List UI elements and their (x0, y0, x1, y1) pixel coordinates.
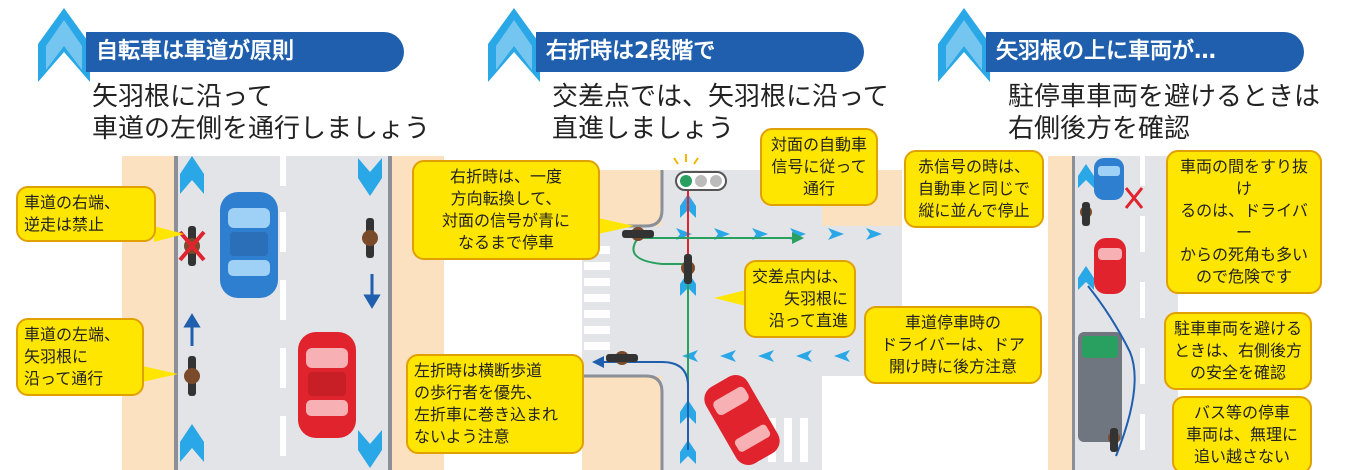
panel-title: 右折時は2段階で (536, 32, 864, 72)
panel-title: 矢羽根の上に車両が… (986, 32, 1304, 72)
panel-subtitle-line1: 矢羽根に沿って (92, 82, 273, 112)
callout-no-squeeze-through: 車両の間をすり抜け るのは、ドライバー からの死角も多い ので危険です (1166, 150, 1322, 294)
panel-title: 自転車は車道が原則 (86, 32, 404, 72)
panel-subtitle-line1: 交差点では、矢羽根に沿って (552, 82, 889, 112)
callout-stop-in-line: 赤信号の時は、 自動車と同じで 縦に並んで停止 (904, 150, 1044, 228)
callout-tail (598, 218, 634, 234)
up-arrow-icon (488, 8, 540, 82)
up-arrow-icon (38, 8, 90, 82)
panel-subtitle-line2: 車道の左側を通行しましょう (92, 114, 431, 144)
callout-no-wrong-way: 車道の右端、 逆走は禁止 (16, 186, 156, 242)
callout-keep-left: 車道の左端、 矢羽根に 沿って通行 (16, 318, 144, 396)
callout-tail (154, 226, 184, 242)
panel-subtitle-line2: 直進しましょう (552, 114, 735, 144)
callout-door-caution: 車道停車時の ドライバーは、ドア 開け時に後方注意 (864, 306, 1042, 384)
road-scene-1 (122, 156, 444, 470)
callout-left-turn-caution: 左折時は横断歩道 の歩行者を優先、 左折車に巻き込まれ ないよう注意 (406, 354, 584, 454)
callout-tail (142, 366, 178, 382)
callout-check-rear-right: 駐車車両を避ける ときは、右側後方 の安全を確認 (1164, 312, 1312, 390)
panel-cycling-on-road: 自転車は車道が原則 矢羽根に沿って 車道の左側を通行しましょう (0, 0, 450, 470)
callout-go-straight: 交差点内は、 矢羽根に 沿って直進 (744, 260, 856, 338)
panel-subtitle-line2: 右側後方を確認 (1008, 114, 1191, 144)
road-scene-3 (1048, 156, 1178, 470)
panel-two-stage-right-turn: 右折時は2段階で 交差点では、矢羽根に沿って 直進しましょう (406, 0, 902, 470)
callout-follow-signal: 対面の自動車 信号に従って 通行 (760, 128, 878, 206)
panel-subtitle-line1: 駐停車車両を避けるときは (1008, 82, 1321, 112)
up-arrow-icon (938, 8, 990, 82)
callout-do-not-overtake-bus: バス等の停車 車両は、無理に 追い越さない (1172, 396, 1312, 470)
panel-vehicles-on-lane: 矢羽根の上に車両が… 駐停車車両を避けるときは 右側後方を確認 (864, 0, 1359, 470)
callout-tail (714, 290, 746, 306)
callout-right-turn-wait: 右折時は、一度 方向転換して、 対面の信号が青に なるまで停車 (412, 160, 600, 260)
